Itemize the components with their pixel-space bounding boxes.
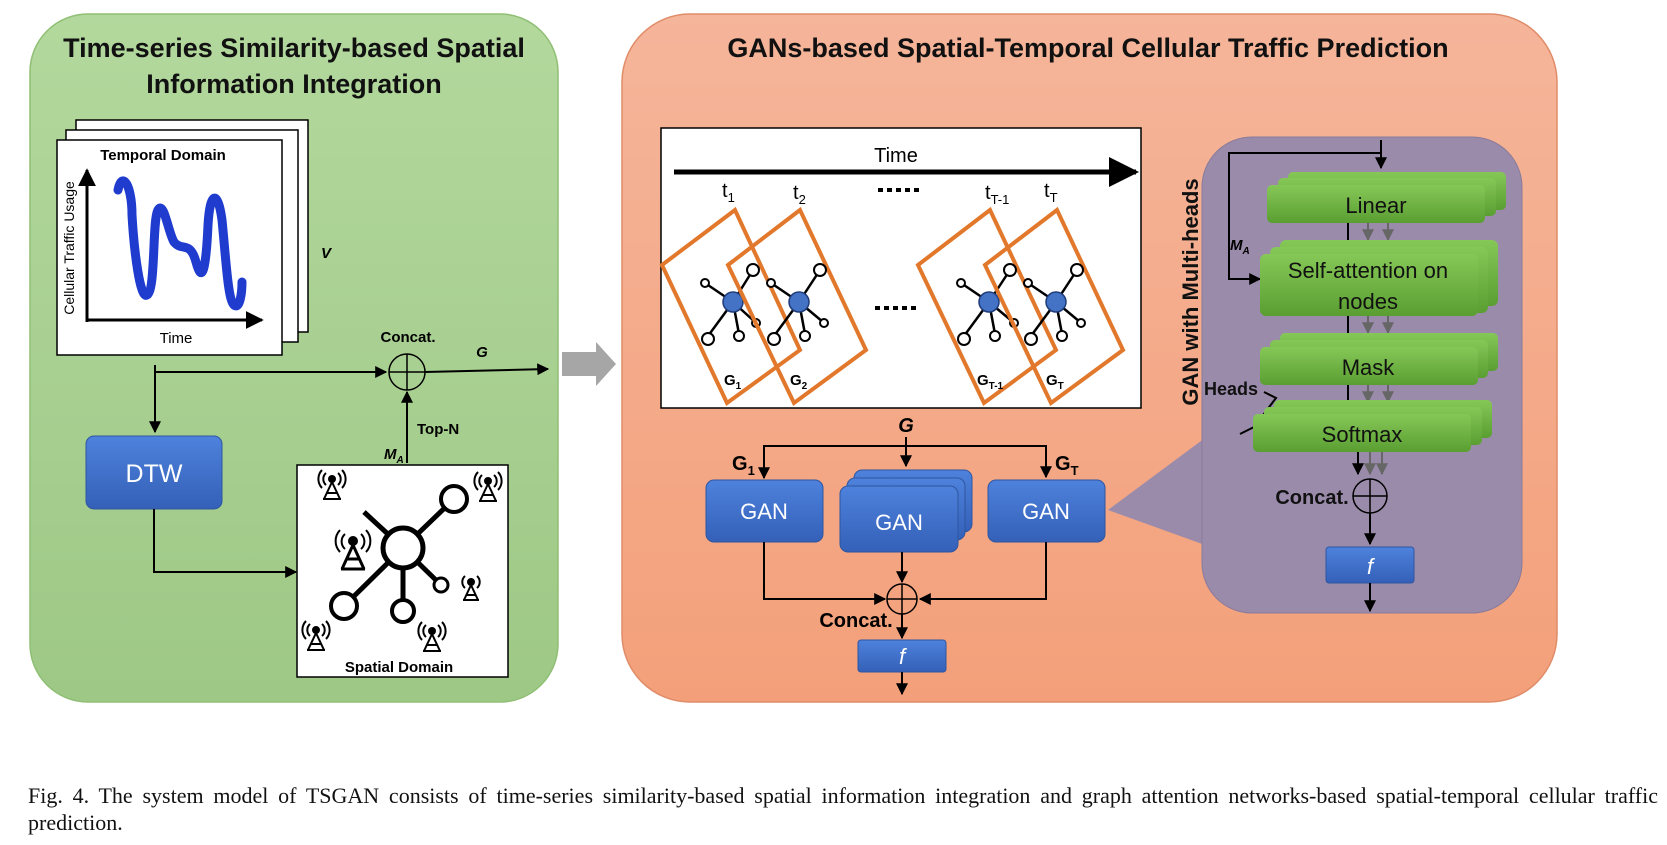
detail-concat-label: Concat. xyxy=(1275,487,1348,509)
linear-label: Linear xyxy=(1345,193,1406,218)
softmax-label: Softmax xyxy=(1322,422,1403,447)
gan-label-3: GAN xyxy=(1022,499,1070,524)
temporal-domain-label: Temporal Domain xyxy=(100,147,226,164)
tt-label: tT xyxy=(1044,180,1058,205)
gan-label-1: GAN xyxy=(740,499,788,524)
time-label: Time xyxy=(874,145,918,167)
dtw-label: DTW xyxy=(126,460,183,488)
ma-label-left: MA xyxy=(384,446,404,466)
temporal-domain-stack: Temporal Domain Cellular Traffic Usage T… xyxy=(56,119,309,356)
spatial-domain-label: Spatial Domain xyxy=(345,659,453,676)
ma-label-right: MA xyxy=(1230,237,1250,257)
flow-arrow-icon xyxy=(562,342,616,386)
self-attention-label-1: Self-attention on xyxy=(1288,258,1448,283)
left-concat-label: Concat. xyxy=(380,329,435,346)
traffic-curve xyxy=(113,176,247,311)
temporal-x-label: Time xyxy=(160,330,193,347)
heads-label: Heads xyxy=(1204,379,1258,399)
arrow-g-out xyxy=(424,363,550,376)
arrow-gan1-concat xyxy=(763,542,887,605)
cell-tower-icon xyxy=(301,469,503,652)
gan-label-2: GAN xyxy=(875,510,923,535)
gan-multiheads-title: GAN with Multi-heads xyxy=(1178,178,1203,405)
graph-snapshot-g2: G2 xyxy=(725,206,869,407)
right-title: GANs-based Spatial-Temporal Cellular Tra… xyxy=(727,33,1448,63)
right-concat-label: Concat. xyxy=(819,610,892,632)
callout-wedge xyxy=(1108,438,1205,545)
f-label-main: f xyxy=(899,644,908,669)
left-title-line2: Information Integration xyxy=(146,69,441,99)
g-label: G xyxy=(476,344,488,361)
linear-stack xyxy=(1267,172,1506,223)
spatial-domain-box: Spatial Domain xyxy=(296,464,509,678)
gan-box-2 xyxy=(839,485,959,553)
g1-input-label: G1 xyxy=(732,453,755,478)
svg-text:GT-1: GT-1 xyxy=(977,372,1004,392)
left-title-line1: Time-series Similarity-based Spatial xyxy=(63,33,525,63)
svg-text:G2: G2 xyxy=(790,372,808,392)
graph-sequence-frame xyxy=(660,127,1142,409)
arrow-ma-skip xyxy=(1228,140,1382,285)
self-attention-stack xyxy=(1260,240,1498,316)
temporal-y-label: Cellular Traffic Usage xyxy=(61,181,77,315)
system-diagram: Time-series Similarity-based Spatial Inf… xyxy=(29,13,1558,703)
left-panel: Time-series Similarity-based Spatial Inf… xyxy=(29,13,559,703)
mask-stack xyxy=(1260,333,1498,385)
right-panel: GANs-based Spatial-Temporal Cellular Tra… xyxy=(621,13,1558,703)
v-label: V xyxy=(321,245,333,262)
tt-minus-1-label: tT-1 xyxy=(985,182,1009,207)
self-attention-label-2: nodes xyxy=(1338,289,1398,314)
left-concat-circle xyxy=(388,353,426,391)
svg-text:GT: GT xyxy=(1046,372,1064,392)
detail-concat-circle xyxy=(1352,478,1388,514)
graph-snapshot-g1: G1 xyxy=(659,206,803,407)
t1-label: t1 xyxy=(722,180,735,205)
softmax-stack xyxy=(1253,400,1492,452)
top-n-label: Top-N xyxy=(417,421,459,438)
graph-snapshot-gt: GT xyxy=(982,206,1126,407)
f-label-detail: f xyxy=(1367,554,1376,579)
t2-label: t2 xyxy=(793,182,806,207)
figure-caption: Fig. 4. The system model of TSGAN consis… xyxy=(28,783,1658,835)
g-top-label: G xyxy=(898,415,914,437)
svg-text:G1: G1 xyxy=(724,372,742,392)
mask-label: Mask xyxy=(1342,355,1396,380)
arrow-dtw-to-spatial xyxy=(153,509,298,578)
arrow-gan3-concat xyxy=(918,542,1047,605)
gt-input-label: GT xyxy=(1055,453,1079,478)
